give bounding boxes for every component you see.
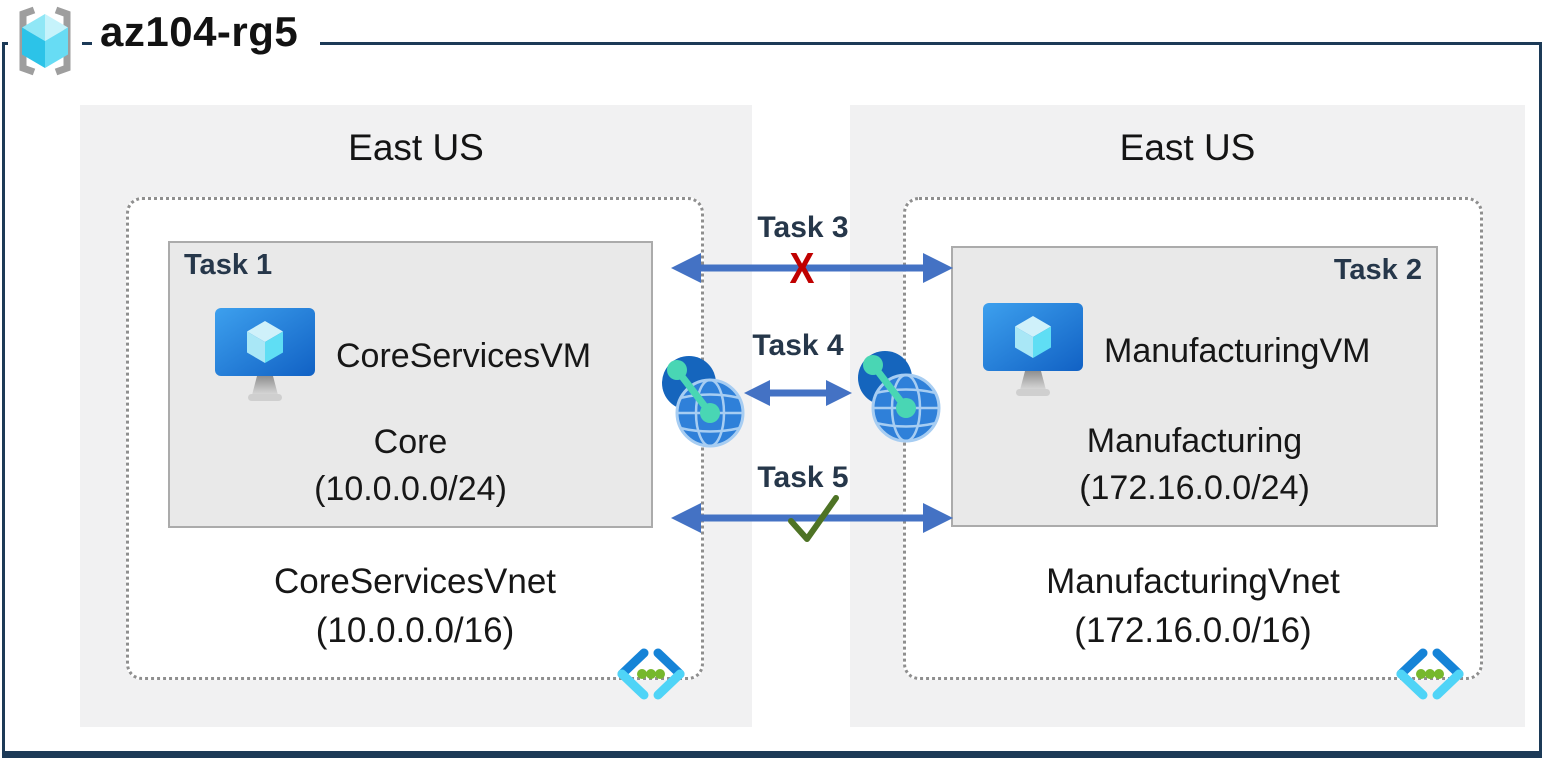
vnet-manufacturing-caption: ManufacturingVnet (172.16.0.0/16) (906, 558, 1480, 655)
resource-group-frame (2, 42, 1542, 758)
subnet-core-name: Core (373, 422, 448, 461)
vnet-manufacturing-cidr: (172.16.0.0/16) (1074, 610, 1312, 650)
subnet-manufacturing-cidr: (172.16.0.0/24) (1079, 469, 1310, 508)
subnet-manufacturing-name: Manufacturing (1086, 421, 1303, 460)
vm-name-manufacturing: ManufacturingVM (1104, 331, 1371, 370)
vnet-coreservices-cidr: (10.0.0.0/16) (315, 610, 515, 650)
virtual-network-icon (1396, 648, 1464, 700)
task3-label: Task 3 (757, 211, 849, 244)
vnet-coreservices-caption: CoreServicesVnet (10.0.0.0/16) (129, 558, 701, 655)
task1-label: Task 1 (184, 249, 273, 281)
subnet-manufacturing-caption: Manufacturing (172.16.0.0/24) (953, 418, 1436, 513)
blocked-x-icon: X (789, 244, 815, 293)
region-left-title: East US (348, 127, 484, 168)
subnet-manufacturing: Task 2 ManufacturingVM Manufacturing (17… (951, 246, 1438, 527)
task5-label: Task 5 (757, 461, 849, 494)
subnet-core-cidr: (10.0.0.0/24) (314, 470, 507, 509)
vm-row-core: CoreServicesVM (214, 307, 591, 405)
resource-group-title: az104-rg5 (92, 8, 321, 66)
vnet-peering-icon-left (662, 356, 745, 448)
allowed-check-icon (788, 495, 839, 542)
virtual-machine-icon (215, 308, 315, 401)
vm-row-manufacturing: ManufacturingVM (982, 302, 1370, 400)
virtual-machine-icon (983, 303, 1083, 396)
task4-arrow (744, 380, 852, 406)
task4-label: Task 4 (752, 329, 844, 362)
subnet-core: Task 1 CoreServicesVM Core (10.0.0.0/24) (168, 241, 653, 528)
resource-group-icon (8, 2, 82, 82)
vnet-manufacturing-name: ManufacturingVnet (1046, 562, 1340, 602)
subnet-core-caption: Core (10.0.0.0/24) (170, 419, 651, 514)
vnet-coreservices-name: CoreServicesVnet (273, 562, 557, 602)
task3-arrow (671, 253, 953, 283)
vm-name-coreservices: CoreServicesVM (336, 336, 592, 375)
task5-arrow (671, 503, 953, 533)
vnet-peering-icon-right (858, 351, 941, 443)
task2-label: Task 2 (1333, 254, 1422, 286)
virtual-network-icon (617, 648, 685, 700)
region-right-title: East US (1119, 127, 1256, 168)
